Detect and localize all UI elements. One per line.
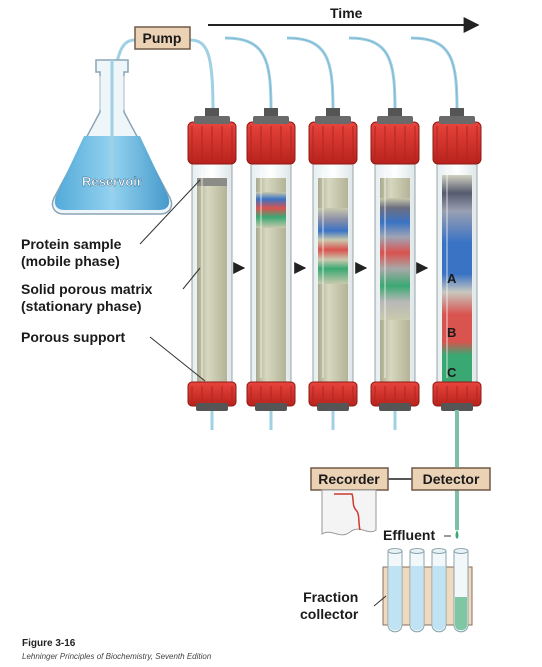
column-1 xyxy=(187,108,237,430)
figure-number: Figure 3-16 xyxy=(22,638,76,649)
test-tube-2 xyxy=(409,548,425,633)
label-leaders xyxy=(139,179,206,382)
column-5 xyxy=(432,108,482,430)
column-3 xyxy=(308,108,358,430)
detector-box xyxy=(411,467,491,491)
reservoir-label: Reservoir xyxy=(82,174,142,189)
column-2 xyxy=(246,108,296,430)
test-tube-3 xyxy=(431,548,447,633)
fraction-collector xyxy=(382,548,473,633)
porous-support-label: Porous support xyxy=(21,329,126,345)
recorder-paper xyxy=(321,489,377,536)
effluent-label: Effluent xyxy=(383,527,435,543)
test-tube-1 xyxy=(387,548,403,633)
columns xyxy=(187,108,482,430)
fraction-collector-label: Fraction collector xyxy=(300,589,359,622)
band-a-label: A xyxy=(447,271,457,286)
protein-sample-label: Protein sample (mobile phase) xyxy=(21,236,122,269)
pump-box xyxy=(134,26,191,50)
figure-source: Lehninger Principles of Biochemistry, Se… xyxy=(22,652,212,661)
time-label: Time xyxy=(330,5,363,21)
band-c-label: C xyxy=(447,365,457,380)
detector-label: Detector xyxy=(423,471,480,487)
test-tube-4 xyxy=(453,548,469,633)
band-b-label: B xyxy=(447,325,457,340)
pump-label: Pump xyxy=(143,30,182,46)
matrix-label: Solid porous matrix (stationary phase) xyxy=(21,281,153,314)
column-4 xyxy=(370,108,420,430)
recorder-label: Recorder xyxy=(318,471,380,487)
